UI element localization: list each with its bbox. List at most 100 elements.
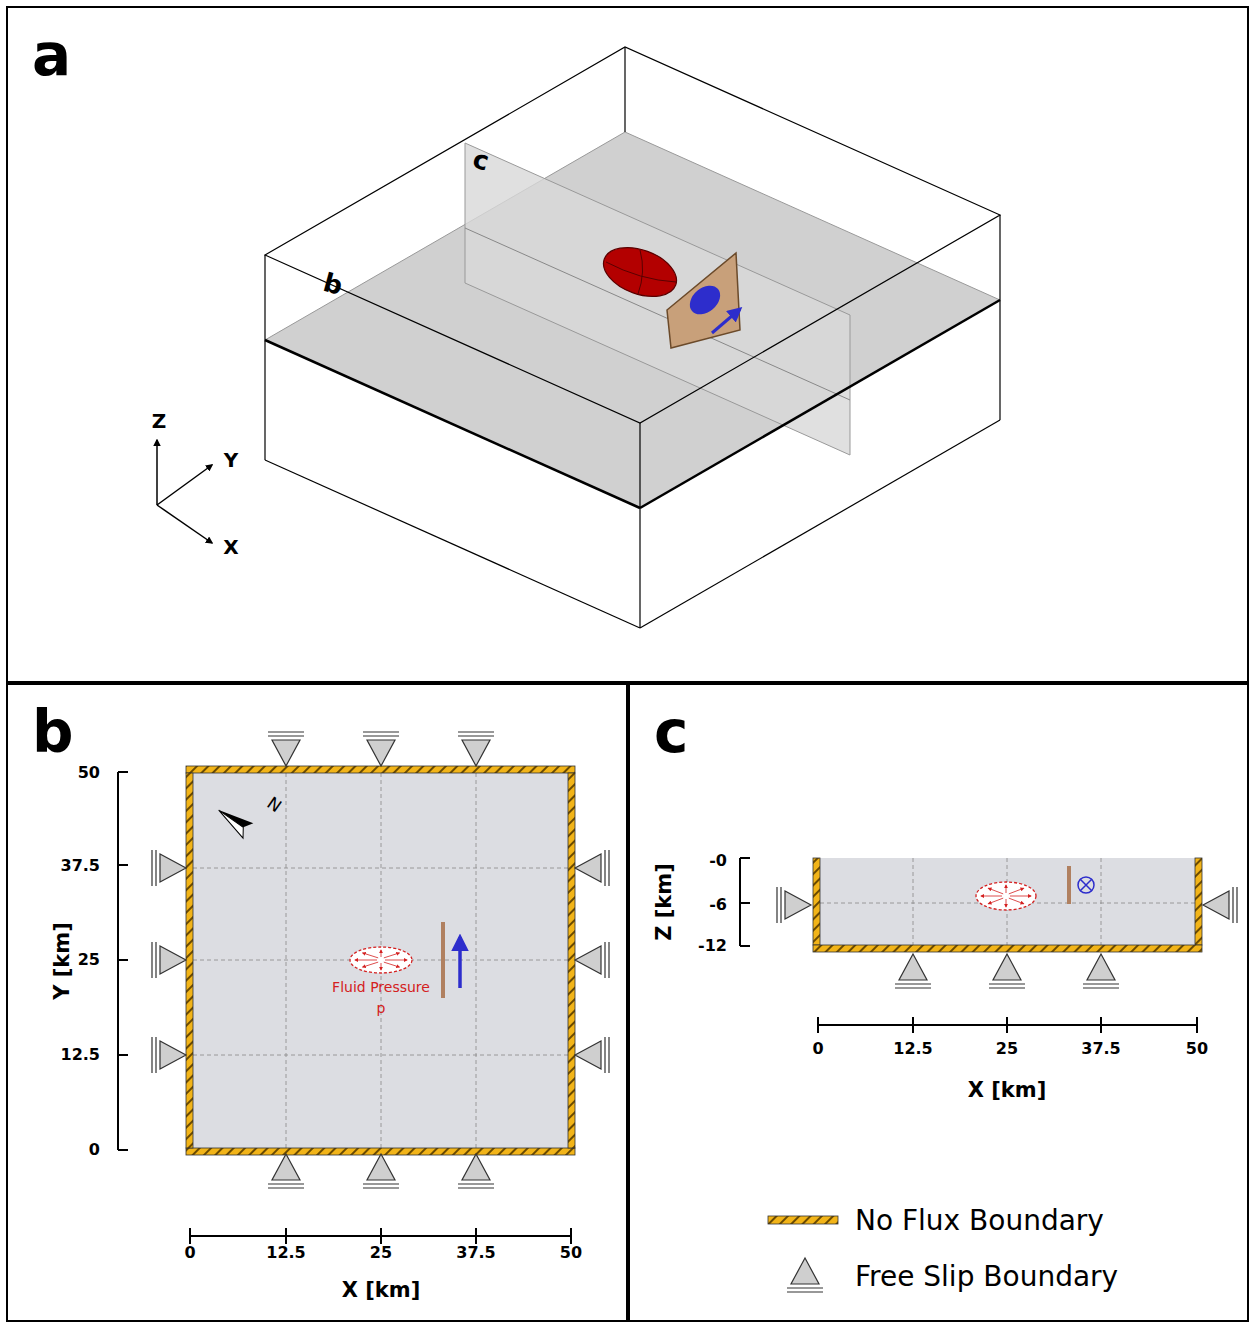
figure-panel: a xyxy=(6,6,1249,683)
axis-tick xyxy=(1006,1017,1008,1033)
axis-tick xyxy=(740,902,750,904)
axis-name: Z xyxy=(152,411,167,431)
free-slip-symbol xyxy=(895,954,931,988)
no-flux-boundary xyxy=(813,858,820,945)
tick-label: -12 xyxy=(698,938,727,954)
no-flux-boundary xyxy=(186,766,575,773)
free-slip-symbol xyxy=(575,942,609,978)
axis-tick xyxy=(118,771,128,773)
axis-tick xyxy=(380,1228,382,1244)
axis-tick xyxy=(740,857,750,859)
pressure-arrow xyxy=(385,960,407,961)
axis-tick xyxy=(570,1228,572,1244)
pressure-arrow xyxy=(384,953,400,958)
axis-arrow xyxy=(157,505,212,543)
block-edge xyxy=(640,420,1000,628)
tick-label: 50 xyxy=(78,765,100,781)
axis-tick xyxy=(118,1149,128,1151)
tick-label: 25 xyxy=(78,952,100,968)
axis-tick xyxy=(1196,1017,1198,1033)
tick-label: 0 xyxy=(89,1142,100,1158)
pressure-arrow xyxy=(384,962,400,967)
free-slip-symbol xyxy=(575,1037,609,1073)
tick-label: -0 xyxy=(709,853,727,869)
free-slip-symbol xyxy=(152,942,186,978)
free-slip-symbol xyxy=(363,732,399,766)
plane-edge xyxy=(265,340,640,508)
fault-trace xyxy=(1067,866,1071,904)
tick-label: 37.5 xyxy=(61,858,100,874)
free-slip-symbol xyxy=(152,1037,186,1073)
north-arrow xyxy=(214,803,254,838)
grid-line xyxy=(286,773,287,1148)
no-flux-boundary xyxy=(1195,858,1202,945)
axis-arrow xyxy=(157,465,212,505)
free-slip-symbol xyxy=(458,1154,494,1188)
tick-label: 25 xyxy=(996,1041,1018,1057)
pressure-arrow xyxy=(1010,896,1031,897)
pressure-label: Fluid Pressure xyxy=(332,980,430,994)
block-top-face xyxy=(265,47,1000,423)
free-slip-symbol xyxy=(458,732,494,766)
model-domain xyxy=(820,858,1195,945)
axis-tick xyxy=(475,1228,477,1244)
free-slip-symbol xyxy=(268,1154,304,1188)
axis-title: Z [km] xyxy=(654,863,675,941)
model-domain xyxy=(193,773,568,1148)
pressure-arrow xyxy=(363,962,379,967)
pressure-arrow xyxy=(381,950,382,957)
tick-label: 12.5 xyxy=(893,1041,932,1057)
axis-name: Y xyxy=(224,450,238,470)
tick-label: 0 xyxy=(812,1041,823,1057)
legend-sample xyxy=(768,1216,838,1224)
no-flux-boundary xyxy=(813,945,1202,952)
free-slip-symbol xyxy=(363,1154,399,1188)
slip-patch xyxy=(684,280,725,320)
panel-letter: c xyxy=(654,703,688,761)
axis-tick xyxy=(118,959,128,961)
panel-letter: a xyxy=(32,26,71,84)
axis-tick xyxy=(118,864,128,866)
pressure-arrow xyxy=(1006,899,1007,907)
pressure-arrow xyxy=(1006,885,1007,893)
free-slip-symbol xyxy=(1203,887,1237,923)
pressure-arrow xyxy=(981,896,1002,897)
slip-into-page xyxy=(1078,877,1094,893)
pressure-arrow xyxy=(1009,898,1024,904)
tick-label: 50 xyxy=(560,1245,582,1261)
free-slip-symbol xyxy=(575,850,609,886)
fault-plate xyxy=(667,253,740,348)
axis-title: X [km] xyxy=(968,1080,1047,1101)
north-label: N xyxy=(264,794,284,815)
plane-label: b xyxy=(321,269,346,299)
plane-intersection xyxy=(465,228,850,400)
pressure-arrow xyxy=(1009,888,1024,894)
axis-name: X xyxy=(223,537,238,557)
axis-tick xyxy=(118,1054,128,1056)
vertical-section-plane xyxy=(465,143,850,455)
block-edge xyxy=(639,423,640,628)
axis-tick xyxy=(189,1228,191,1244)
grid-line xyxy=(193,868,568,869)
tick-label: 37.5 xyxy=(1081,1041,1120,1057)
axis-title: Y [km] xyxy=(52,922,73,1000)
grid-line xyxy=(913,858,914,945)
pressure-arrow xyxy=(988,898,1003,904)
horizontal-section-plane xyxy=(265,132,1000,508)
pressure-ellipsoid xyxy=(597,238,683,305)
slip-into-page xyxy=(1080,879,1092,891)
free-slip-symbol xyxy=(989,954,1025,988)
axis-arrow xyxy=(156,440,158,505)
axis-title: X [km] xyxy=(342,1280,421,1301)
free-slip-symbol xyxy=(787,1258,823,1292)
slip-arrow xyxy=(458,937,462,988)
block-edge xyxy=(999,215,1000,420)
pressure-arrow xyxy=(381,963,382,970)
tick-label: 0 xyxy=(184,1245,195,1261)
axis-tick xyxy=(285,1228,287,1244)
axis-tick xyxy=(740,945,750,947)
tick-label: 25 xyxy=(370,1245,392,1261)
ellipsoid-contour xyxy=(606,250,676,294)
free-slip-symbol xyxy=(268,732,304,766)
slip-arrow xyxy=(712,309,740,333)
